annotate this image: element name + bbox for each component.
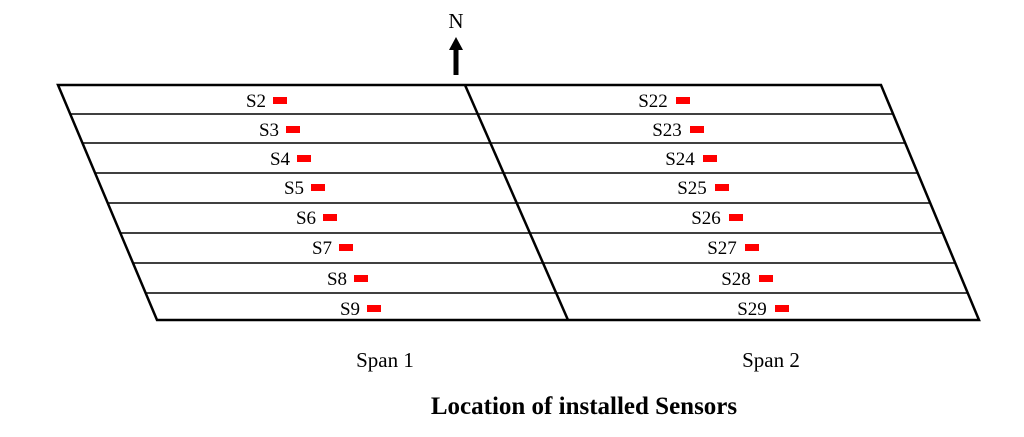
sensor-label-s24: S24	[665, 149, 695, 170]
span-2-label: Span 2	[742, 348, 800, 372]
north-arrow-head	[449, 37, 463, 50]
sensor-label-s8: S8	[327, 269, 347, 290]
sensor-marker-s26	[729, 214, 743, 221]
sensor-label-s23: S23	[652, 120, 682, 141]
sensor-label-s29: S29	[737, 299, 767, 320]
sensor-marker-s6	[323, 214, 337, 221]
sensor-marker-s4	[297, 155, 311, 162]
sensor-marker-s27	[745, 244, 759, 251]
sensor-marker-s5	[311, 184, 325, 191]
girder-lines	[70, 113, 968, 294]
sensor-label-s7: S7	[312, 238, 332, 259]
span-1-label: Span 1	[356, 348, 414, 372]
sensor-label-s27: S27	[707, 238, 737, 259]
sensor-label-s4: S4	[270, 149, 291, 170]
north-label: N	[448, 9, 463, 33]
deck-outline	[56, 83, 981, 322]
sensor-label-s6: S6	[296, 208, 316, 229]
sensor-marker-s9	[367, 305, 381, 312]
sensor-label-s28: S28	[721, 269, 751, 290]
sensor-marker-s28	[759, 275, 773, 282]
sensor-marker-s25	[715, 184, 729, 191]
sensor-label-s5: S5	[284, 178, 304, 199]
sensor-marker-s22	[676, 97, 690, 104]
sensor-label-s25: S25	[677, 178, 707, 199]
sensor-label-s26: S26	[691, 208, 721, 229]
figure-caption: Location of installed Sensors	[431, 393, 738, 420]
sensor-marker-s3	[286, 126, 300, 133]
sensor-marker-s29	[775, 305, 789, 312]
north-arrow: N	[448, 9, 464, 75]
sensor-label-s9: S9	[340, 299, 360, 320]
sensor-marker-s24	[703, 155, 717, 162]
north-arrow-shaft	[453, 49, 459, 75]
sensor-marker-s7	[339, 244, 353, 251]
sensor-label-s2: S2	[246, 91, 266, 112]
sensor-marker-s2	[273, 97, 287, 104]
sensor-label-s22: S22	[638, 91, 668, 112]
sensor-marker-s8	[354, 275, 368, 282]
sensor-marker-s23	[690, 126, 704, 133]
sensor-label-s3: S3	[259, 120, 279, 141]
